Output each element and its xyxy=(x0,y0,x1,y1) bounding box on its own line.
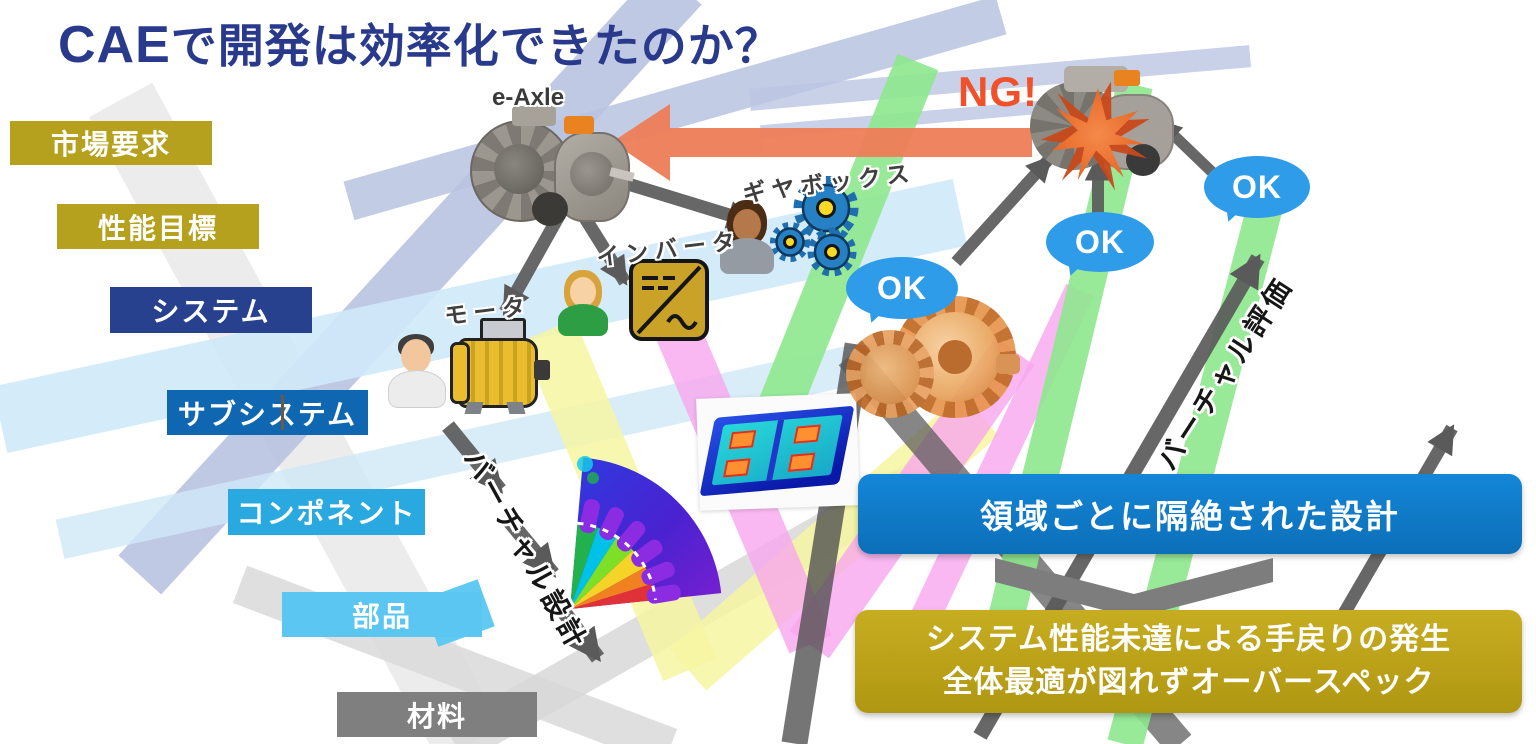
arrow-eaxle-to-motor xyxy=(499,210,566,316)
text-caret xyxy=(281,395,284,430)
gear-cfd-simulation-image xyxy=(846,290,1022,452)
arrow-virtual-design-2 xyxy=(501,513,559,579)
crashed-e-axle-image xyxy=(1026,64,1174,190)
hierarchy-label-material: 材料 xyxy=(337,692,537,737)
title-highlight: CAE xyxy=(58,16,171,74)
e-axle-image xyxy=(468,104,635,232)
hierarchy-label-subsystem: サブシステム xyxy=(167,390,368,435)
arrow-eaxle-to-inverter xyxy=(579,214,631,286)
ok-bubble-2: OK xyxy=(1046,212,1154,290)
gear-icon xyxy=(770,176,859,277)
label-e-axle: e-Axle xyxy=(492,84,565,111)
callout-isolated-design: 領域ごとに隔絶された設計 xyxy=(858,474,1522,554)
person-icon-engineer-male xyxy=(388,334,446,408)
hierarchy-label-performance: 性能目標 xyxy=(57,204,259,249)
ng-label: NG! xyxy=(958,68,1038,115)
title-rest: で開発は効率化できたのか？ xyxy=(170,20,782,72)
ok-bubble-1: OK xyxy=(846,257,958,337)
ng-return-arrow xyxy=(612,104,1032,181)
arrow-virtual-design-3 xyxy=(548,595,605,663)
consequence-line-1: システム性能未達による手戻りの発生 xyxy=(925,622,1452,656)
hierarchy-label-parts: 部品 xyxy=(282,592,482,637)
orange-connector xyxy=(1114,70,1140,86)
arrow-ok1-to-eaxle xyxy=(951,153,1055,267)
person-icon-engineer-female xyxy=(558,270,608,336)
hierarchy-label-market: 市場要求 xyxy=(10,121,212,165)
orange-connector xyxy=(564,116,594,134)
consequence-line-2: 全体最適が図れずオーバースペック xyxy=(942,665,1435,699)
pcb-simulation-image xyxy=(696,393,860,511)
hierarchy-label-system: システム xyxy=(110,287,312,333)
motor-icon xyxy=(450,314,552,414)
inverter-icon xyxy=(629,259,709,341)
arrow-virtual-design-1 xyxy=(442,421,506,495)
chevron-down-icon xyxy=(995,558,1273,618)
ok-bubble-3: OK xyxy=(1204,156,1310,236)
motor-simulation-image xyxy=(570,456,722,609)
page-title: CAEで開発は効率化できたのか？ xyxy=(58,10,782,76)
hierarchy-label-component: コンポネント xyxy=(228,489,425,535)
callout-consequence: システム性能未達による手戻りの発生 全体最適が図れずオーバースペック xyxy=(855,610,1522,713)
